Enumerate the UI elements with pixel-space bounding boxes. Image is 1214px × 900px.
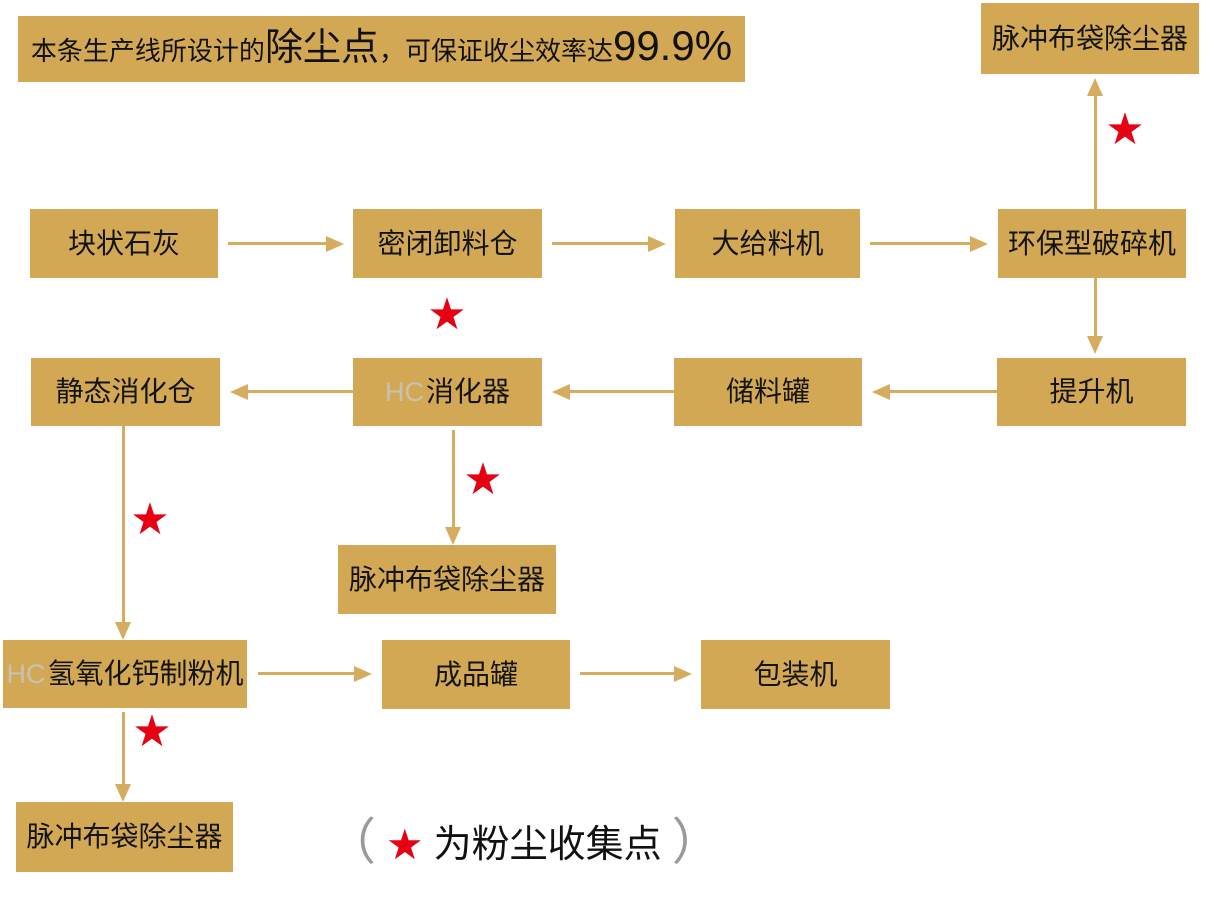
legend-star-icon: ★ [386,820,424,869]
arrowhead-right-icon [648,236,666,252]
legend: （ ★ 为粉尘收集点 ） [326,814,722,870]
dust-point-star-crusher: ★ [1105,104,1145,155]
arrowhead-up-icon [1087,78,1103,96]
banner-text-middle: ，可保证收尘效率达 [378,36,613,66]
node-packing-machine: 包装机 [701,640,890,709]
node-label: 环保型破碎机 [1007,227,1176,259]
hc-prefix-label: HC [384,376,424,407]
hc-prefix-label: HC [6,658,46,689]
arrowhead-left-icon [872,384,890,400]
node-pulse-bag-filter-bottom: 脉冲布袋除尘器 [16,802,233,872]
arrowhead-right-icon [970,236,988,252]
dust-point-star-silo: ★ [427,289,467,340]
node-static-digestion-silo: 静态消化仓 [31,358,220,426]
node-label: 脉冲布袋除尘器 [348,563,545,595]
node-finished-product-tank: 成品罐 [382,640,570,709]
node-label: 脉冲布袋除尘器 [26,821,223,852]
node-label: 脉冲布袋除尘器 [991,22,1188,54]
arrowhead-right-icon [674,666,692,682]
dust-point-star-mill: ★ [132,706,172,757]
node-label: 大给料机 [711,227,824,259]
arrowhead-right-icon [326,236,344,252]
legend-text: 为粉尘收集点 [433,824,662,866]
arrowhead-down-icon [1087,336,1103,354]
node-label: 提升机 [1049,376,1134,407]
arrowhead-right-icon [354,666,372,682]
legend-paren-open: （ [326,814,376,870]
node-pulse-bag-filter-mid: 脉冲布袋除尘器 [338,545,556,614]
node-bucket-elevator: 提升机 [997,358,1186,426]
node-label: 静态消化仓 [55,376,196,407]
node-label: 成品罐 [433,658,518,690]
arrowhead-left-icon [230,384,248,400]
node-label: 氢氧化钙制粉机 [47,658,244,689]
node-label: 包装机 [753,658,838,690]
node-label: 密闭卸料仓 [377,227,518,259]
banner-text-prefix: 本条生产线所设计的 [30,36,265,66]
node-label: 块状石灰 [67,227,180,259]
node-hc-digester: HC 消化器 [353,358,542,426]
arrowhead-down-icon [445,527,461,545]
arrowhead-down-icon [115,784,131,802]
banner-highlight: 除尘点 [264,27,379,69]
node-pulse-bag-filter-top: 脉冲布袋除尘器 [981,3,1199,74]
node-storage-tank: 储料罐 [674,358,862,426]
arrowhead-down-icon [115,622,131,640]
arrowhead-left-icon [552,384,570,400]
node-lump-lime: 块状石灰 [30,209,218,278]
node-sealed-unloading-silo: 密闭卸料仓 [353,209,542,278]
node-label: 消化器 [425,376,510,407]
dust-point-star-digester: ★ [463,454,503,505]
dust-point-star-static-silo: ★ [130,494,170,545]
banner: 本条生产线所设计的 除尘点 ，可保证收尘效率达 99.9% [18,16,745,82]
node-large-feeder: 大给料机 [675,209,860,278]
node-label: 储料罐 [725,376,810,407]
legend-paren-close: ） [671,814,722,870]
banner-percent: 99.9% [612,22,733,69]
node-hc-calcium-hydroxide-mill: HC 氢氧化钙制粉机 [3,640,247,708]
node-eco-crusher: 环保型破碎机 [998,209,1186,278]
